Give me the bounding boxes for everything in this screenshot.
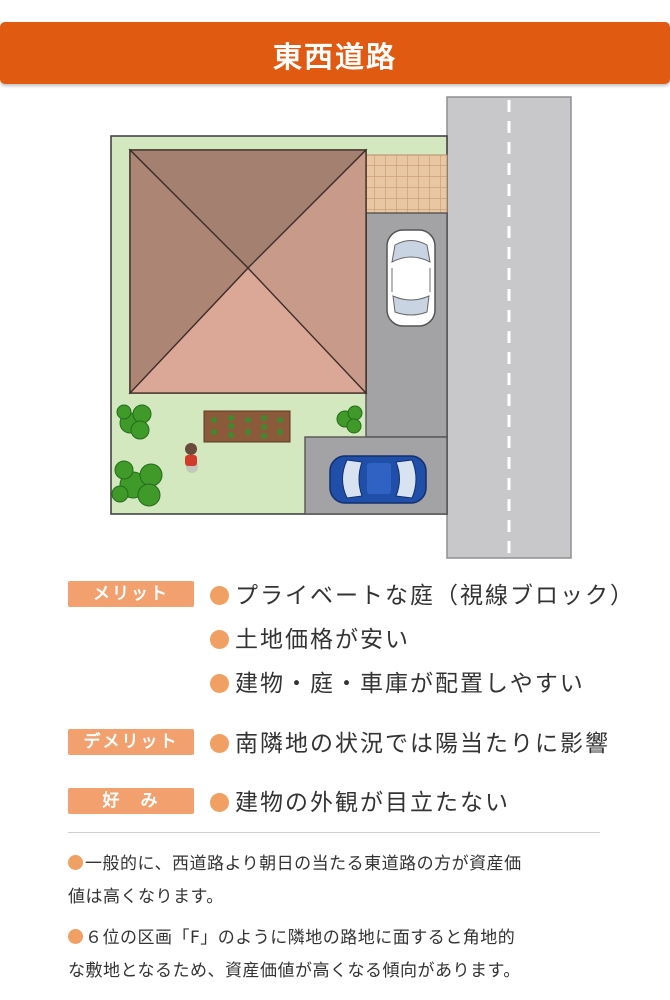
merit-item: 土地価格が安い: [210, 620, 410, 654]
merit-tag: メリット: [68, 581, 194, 607]
white-car-icon: [386, 229, 436, 327]
title-banner: 東西道路: [0, 22, 670, 84]
person-icon: [185, 443, 198, 473]
merit-item: プライベートな庭（視線ブロック）: [210, 576, 635, 610]
note-line: 一般的に、西道路より朝日の当たる東道路の方が資産価: [68, 848, 608, 881]
page-title: 東西道路: [272, 40, 397, 74]
demerit-tag: デメリット: [68, 729, 194, 755]
preference-item: 建物の外観が目立たない: [210, 783, 510, 817]
shrub-icon: [116, 404, 152, 440]
bullet-icon: [210, 734, 229, 753]
house-roof-icon: [128, 148, 368, 395]
note-line: な敷地となるため、資産価値が高くなる傾向があります。: [68, 961, 521, 981]
paving-tile-icon: [365, 154, 448, 214]
bullet-icon: [68, 929, 83, 944]
preference-tag: 好 み: [68, 788, 194, 814]
divider: [68, 832, 600, 833]
site-plan-diagram: [110, 96, 572, 559]
vegetable-garden-icon: [203, 410, 291, 443]
merit-item: 建物・庭・車庫が配置しやすい: [210, 664, 585, 698]
shrub-icon: [336, 405, 363, 434]
bullet-icon: [210, 586, 229, 605]
note-line: ６位の区画「F」のように隣地の路地に面すると角地的: [68, 922, 608, 955]
bullet-icon: [68, 855, 83, 870]
blue-car-icon: [329, 455, 427, 504]
bullet-icon: [210, 674, 229, 693]
bullet-icon: [210, 630, 229, 649]
demerit-item: 南隣地の状況では陽当たりに影響: [210, 724, 610, 758]
note-line: 値は高くなります。: [68, 887, 224, 907]
bullet-icon: [210, 793, 229, 812]
shrub-icon: [111, 460, 163, 507]
